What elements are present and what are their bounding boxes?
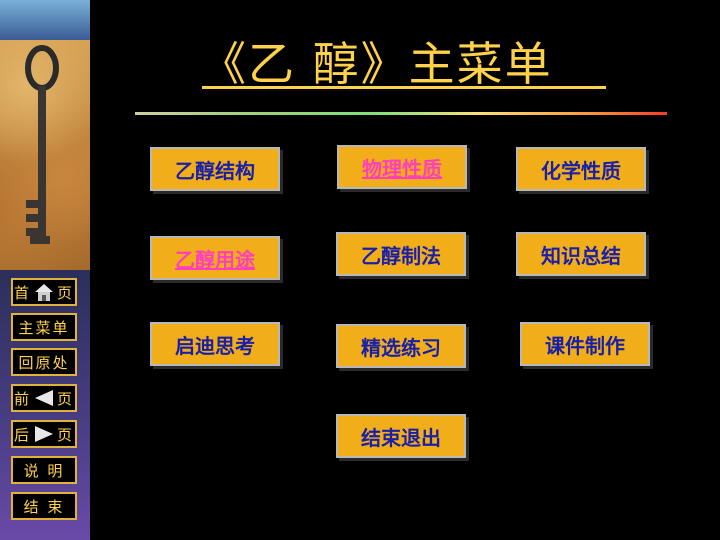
nav-help-button[interactable]: 说 明 [11,456,77,484]
nav-end-button[interactable]: 结 束 [11,492,77,520]
arrow-left-icon [35,390,53,406]
nav-next-label-left: 后 [13,425,31,444]
nav-return-button[interactable]: 回原处 [11,348,77,376]
menu-inspiration-button[interactable]: 启迪思考 [150,322,280,366]
nav-main-menu-button[interactable]: 主菜单 [11,313,77,341]
menu-credits-button[interactable]: 课件制作 [520,322,650,366]
menu-chemical-props-button[interactable]: 化学性质 [516,147,646,191]
menu-structure-button[interactable]: 乙醇结构 [150,147,280,191]
arrow-right-icon [35,426,53,442]
menu-exercises-button[interactable]: 精选练习 [336,324,466,368]
nav-help-label: 说 明 [23,461,65,480]
nav-home-button[interactable]: 首 页 [11,278,77,306]
nav-prev-label-right: 页 [57,389,75,408]
nav-next-button[interactable]: 后 页 [11,420,77,448]
key-icon [25,45,59,244]
menu-summary-button[interactable]: 知识总结 [516,232,646,276]
nav-prev-button[interactable]: 前 页 [11,384,77,412]
home-icon [35,284,53,301]
nav-prev-label-left: 前 [13,389,31,408]
menu-preparation-button[interactable]: 乙醇制法 [336,232,466,276]
nav-end-label: 结 束 [23,497,65,516]
nav-main-menu-label: 主菜单 [18,318,70,337]
nav-next-label-right: 页 [57,425,75,444]
nav-return-label: 回原处 [18,353,70,372]
key-photo [0,40,90,270]
title-underline [202,86,606,89]
menu-physical-props-link[interactable]: 物理性质 [337,145,467,189]
page-title: 《乙 醇》主菜单 [200,37,553,91]
menu-exit-button[interactable]: 结束退出 [336,414,466,458]
rainbow-divider [135,112,667,115]
nav-home-label-left: 首 [13,283,31,302]
nav-home-label-right: 页 [57,283,75,302]
menu-uses-link[interactable]: 乙醇用途 [150,236,280,280]
